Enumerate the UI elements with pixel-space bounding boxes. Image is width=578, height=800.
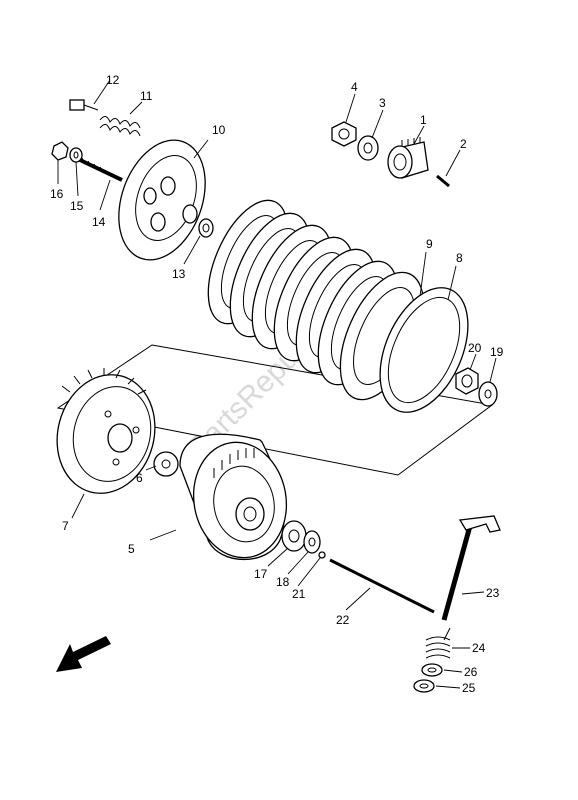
primary-driven-gear-7 <box>56 368 156 494</box>
callout-9: 9 <box>426 237 433 251</box>
clutch-boss-1 <box>387 137 429 179</box>
callout-20: 20 <box>468 341 482 355</box>
bolt-12 <box>69 99 99 111</box>
callout-7: 7 <box>62 519 69 533</box>
callout-1: 1 <box>420 113 427 127</box>
washer-18 <box>303 530 321 554</box>
callout-21: 21 <box>292 587 306 601</box>
washer-15 <box>69 147 83 163</box>
callout-18: 18 <box>276 575 290 589</box>
nut-20 <box>455 367 479 395</box>
washer-17 <box>281 520 307 552</box>
callout-5: 5 <box>128 542 135 556</box>
callout-3: 3 <box>379 96 386 110</box>
callout-24: 24 <box>472 641 486 655</box>
washer-13 <box>198 218 214 238</box>
nut-4 <box>331 121 357 147</box>
clutch-plates-stack <box>207 199 469 413</box>
callout-14: 14 <box>92 215 106 229</box>
callout-12: 12 <box>106 73 120 87</box>
lock-washer-19 <box>478 381 498 407</box>
plate-6 <box>153 451 179 477</box>
washer-26 <box>421 663 443 677</box>
ball-21 <box>318 551 326 559</box>
front-arrow-icon <box>56 636 111 672</box>
spring-24 <box>425 627 451 659</box>
clutch-housing-5 <box>179 433 288 560</box>
washer-3 <box>357 135 379 161</box>
clutch-spring <box>99 116 141 137</box>
push-lever-23 <box>441 515 501 621</box>
callout-11: 11 <box>140 89 153 103</box>
callout-6: 6 <box>136 471 143 485</box>
callout-2: 2 <box>460 137 467 151</box>
nut-16 <box>51 141 69 161</box>
callout-23: 23 <box>486 586 500 600</box>
callout-22: 22 <box>336 613 350 627</box>
callout-26: 26 <box>464 665 478 679</box>
callout-8: 8 <box>456 251 463 265</box>
bush-25 <box>413 679 435 693</box>
callouts: 1 2 3 4 5 6 7 8 9 10 11 12 13 14 15 16 1… <box>50 73 504 695</box>
callout-16: 16 <box>50 187 64 201</box>
callout-4: 4 <box>351 80 358 94</box>
callout-15: 15 <box>70 199 84 213</box>
callout-13: 13 <box>172 267 186 281</box>
pin-2 <box>436 174 450 188</box>
callout-25: 25 <box>462 681 476 695</box>
callout-19: 19 <box>490 345 504 359</box>
pressure-plate <box>118 139 206 261</box>
leader-lines <box>57 79 497 689</box>
callout-10: 10 <box>212 123 226 137</box>
push-rod-22 <box>329 558 435 614</box>
stud-bolt-14 <box>79 157 123 182</box>
callout-17: 17 <box>254 567 268 581</box>
